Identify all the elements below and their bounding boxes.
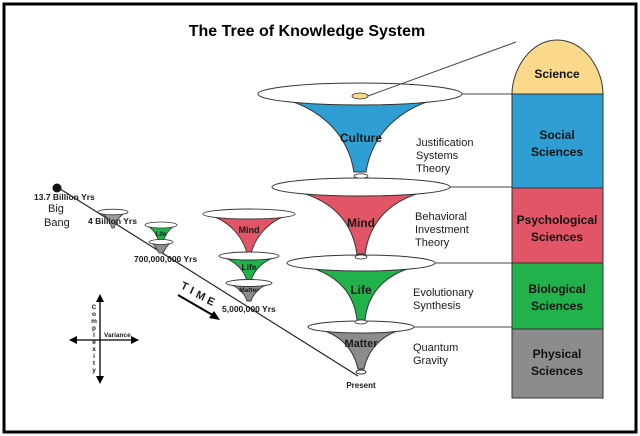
- time-arrow: [177, 294, 217, 318]
- theory-2-line-3: Theory: [415, 237, 450, 249]
- theory-3-line-1: Evolutionary: [413, 287, 474, 299]
- cone-4-billion: [97, 208, 129, 229]
- time-letter-m: M: [194, 289, 207, 304]
- matter-label: Matter: [344, 338, 378, 350]
- cone-5-million-mind-label: Mind: [239, 225, 260, 235]
- diagram-title: The Tree of Knowledge System: [189, 23, 426, 40]
- theory-2-line-1: Behavioral: [415, 211, 467, 223]
- culture-label: Culture: [340, 131, 382, 145]
- cone-4-billion-label: 4 Billion Yrs: [88, 216, 137, 226]
- theory-1-line-3: Theory: [416, 163, 451, 175]
- mind-label: Mind: [347, 216, 375, 230]
- physical-sciences-label-1: Physical: [533, 347, 582, 361]
- main-tree: [257, 82, 463, 375]
- mind-cone: [271, 186, 451, 255]
- variance-arrow-left: [69, 336, 77, 344]
- theory-behavioral: Behavioral Investment Theory: [415, 211, 469, 249]
- cone-700-million: [144, 221, 178, 254]
- physical-sciences-block: [511, 328, 604, 399]
- cone-5-million-life-label: Life: [241, 262, 256, 272]
- time-letter-e: E: [205, 295, 217, 309]
- big-bang-dot: [52, 183, 62, 193]
- theory-1-line-2: Systems: [416, 150, 459, 162]
- big-label: Big: [48, 203, 64, 215]
- theory-2-line-2: Investment: [415, 224, 469, 236]
- variance-label: Variance: [104, 332, 131, 339]
- present-label: Present: [346, 381, 376, 390]
- theory-3-line-2: Synthesis: [413, 300, 461, 312]
- physical-sciences-label-2: Sciences: [531, 364, 583, 378]
- origin-age-label: 13.7 Billion Yrs: [34, 192, 95, 202]
- cone-5-million-label: 5,000,000 Yrs: [222, 304, 276, 314]
- life-label: Life: [350, 283, 372, 297]
- cone-5-million: [202, 208, 296, 302]
- science-dome: [511, 39, 604, 95]
- complexity-arrow-up: [96, 294, 104, 302]
- biological-sciences-block: [511, 262, 604, 330]
- psychological-sciences-block: [511, 187, 604, 264]
- theory-evolutionary: Evolutionary Synthesis: [413, 287, 474, 312]
- social-sciences-label-1: Social: [539, 128, 574, 142]
- time-arrow-head: [209, 311, 220, 320]
- bang-label: Bang: [44, 217, 70, 229]
- theory-justification: Justification Systems Theory: [416, 137, 473, 175]
- cone-700-million-life-label: Life: [156, 232, 167, 238]
- theory-4-line-2: Gravity: [413, 355, 448, 367]
- time-letter-t: T: [179, 280, 190, 294]
- cone-700-million-label: 700,000,000 Yrs: [134, 254, 197, 264]
- science-label: Science: [534, 67, 580, 81]
- science-seed: [351, 92, 369, 100]
- theory-1-line-1: Justification: [416, 137, 473, 149]
- social-sciences-label-2: Sciences: [531, 145, 583, 159]
- cone-5-million-matter-label: Matter: [239, 287, 259, 294]
- theory-quantum: Quantum Gravity: [413, 342, 458, 367]
- connector-science: [367, 41, 517, 97]
- complexity-arrow-down: [96, 376, 104, 384]
- culture-cone: [257, 93, 463, 173]
- theory-4-line-1: Quantum: [413, 342, 458, 354]
- biological-sciences-label-2: Sciences: [531, 299, 583, 313]
- time-letter-i: I: [188, 285, 196, 297]
- variance-arrow-right: [131, 336, 139, 344]
- complexity-variance-axes: [69, 294, 139, 384]
- psychological-sciences-label-2: Sciences: [531, 230, 583, 244]
- psychological-sciences-label-1: Psychological: [517, 213, 598, 227]
- social-sciences-block: [511, 93, 604, 189]
- science-column: [511, 39, 604, 399]
- biological-sciences-label-1: Biological: [528, 282, 585, 296]
